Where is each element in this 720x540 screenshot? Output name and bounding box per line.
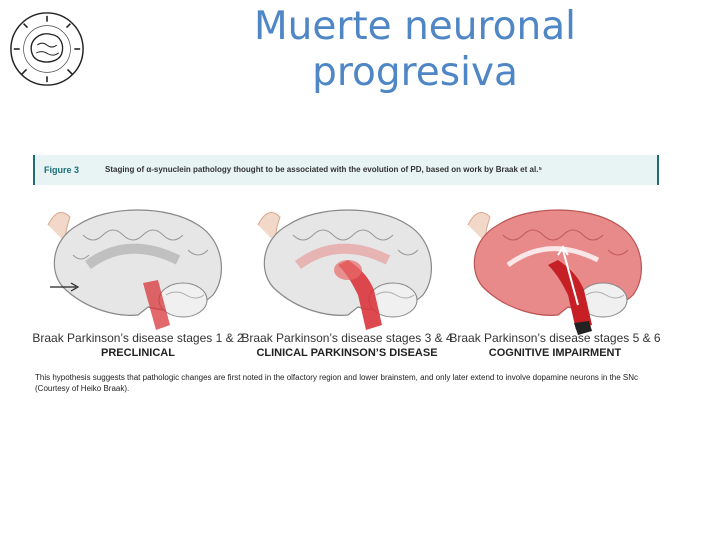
panel-2-stage-label: Braak Parkinson’s disease stages 3 & 4 xyxy=(237,331,457,345)
braak-staging-figure: Figure 3 Staging of α-synuclein patholog… xyxy=(33,155,659,400)
brain-illustration xyxy=(248,195,453,345)
panel-1-phase-label: PRECLINICAL xyxy=(28,347,248,359)
brain-panel-stage-5-6 xyxy=(458,195,663,345)
figure-note: This hypothesis suggests that pathologic… xyxy=(35,372,655,394)
brain-panel-stage-1-2 xyxy=(38,195,243,345)
panel-3-stage-label: Braak Parkinson’s disease stages 5 & 6 xyxy=(445,331,665,345)
brain-illustration xyxy=(38,195,243,345)
society-logo xyxy=(8,10,86,88)
slide-title: Muerte neuronal progresiva xyxy=(180,4,650,96)
figure-header: Figure 3 Staging of α-synuclein patholog… xyxy=(33,155,659,185)
slide-title-line2: progresiva xyxy=(180,50,650,96)
brain-seal-icon xyxy=(8,10,86,88)
panel-1-stage-label: Braak Parkinson’s disease stages 1 & 2 xyxy=(28,331,248,345)
panel-3-phase-label: COGNITIVE IMPAIRMENT xyxy=(445,347,665,359)
figure-label: Figure 3 xyxy=(44,165,79,175)
panel-2-phase-label: CLINICAL PARKINSON’S DISEASE xyxy=(237,347,457,359)
slide-title-line1: Muerte neuronal xyxy=(180,4,650,50)
brain-illustration xyxy=(458,195,663,345)
brain-panel-stage-3-4 xyxy=(248,195,453,345)
figure-caption: Staging of α-synuclein pathology thought… xyxy=(105,165,542,174)
